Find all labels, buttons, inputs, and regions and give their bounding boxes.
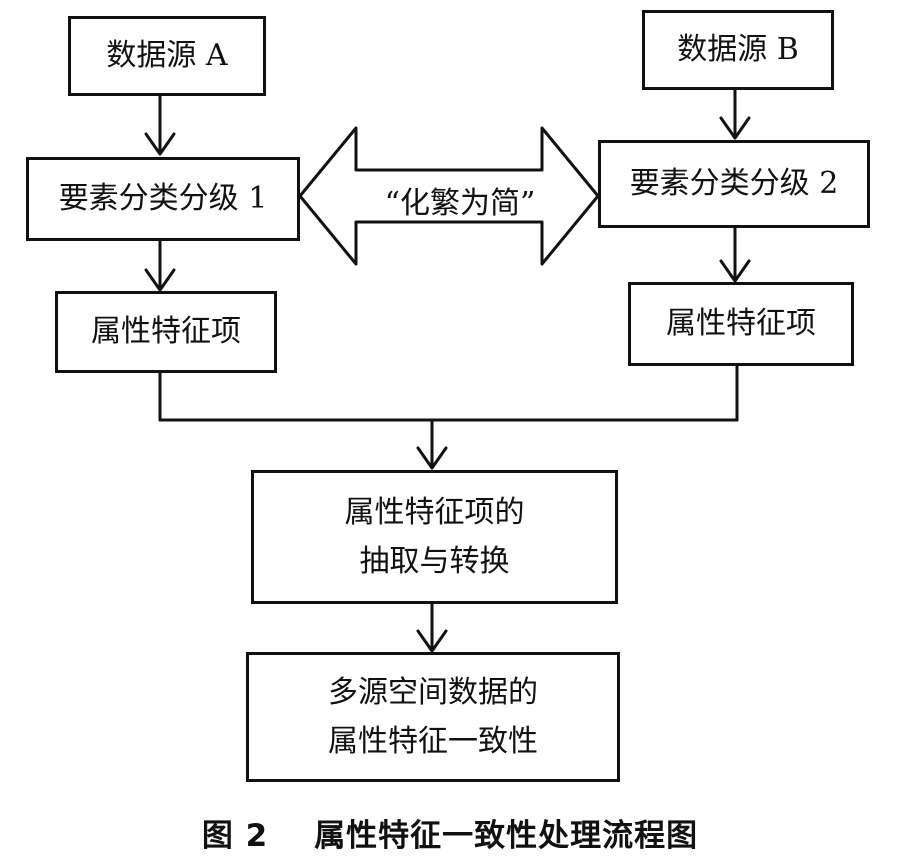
- classify-1-label: 要素分类分级 1: [58, 181, 268, 217]
- classify-2-box: 要素分类分级 2: [598, 140, 870, 228]
- source-b-box: 数据源 B: [642, 10, 834, 90]
- classify-1-box: 要素分类分级 1: [26, 157, 300, 241]
- figure-number: 图 2: [201, 818, 269, 854]
- source-a-label: 数据源 A: [106, 38, 228, 74]
- attr-a-box: 属性特征项: [55, 291, 277, 373]
- result-box: 多源空间数据的 属性特征一致性: [246, 652, 620, 782]
- double-arrow-label: “化繁为简”: [384, 186, 536, 221]
- result-line2: 属性特征一致性: [328, 724, 538, 759]
- arrow-merge-to-extract: [416, 418, 448, 470]
- attr-b-box: 属性特征项: [628, 282, 854, 366]
- attr-b-label: 属性特征项: [666, 306, 816, 342]
- extract-line1: 属性特征项的: [344, 494, 525, 530]
- extract-box: 属性特征项的 抽取与转换: [251, 470, 618, 604]
- figure-caption: 图 2 属性特征一致性处理流程图: [0, 810, 900, 855]
- source-a-box: 数据源 A: [68, 16, 266, 96]
- arrow-extract-to-result: [416, 601, 448, 653]
- result-line1: 多源空间数据的: [328, 674, 538, 710]
- source-b-label: 数据源 B: [677, 32, 799, 68]
- attr-a-label: 属性特征项: [91, 314, 241, 350]
- extract-line2: 抽取与转换: [359, 544, 510, 579]
- arrow-classify1-to-attr-a: [144, 238, 176, 292]
- arrow-a-to-classify1: [144, 93, 176, 156]
- arrow-b-to-classify2: [719, 88, 751, 140]
- classify-2-label: 要素分类分级 2: [629, 166, 839, 202]
- figure-title: 属性特征一致性处理流程图: [314, 818, 699, 854]
- arrow-classify2-to-attr-b: [719, 226, 751, 283]
